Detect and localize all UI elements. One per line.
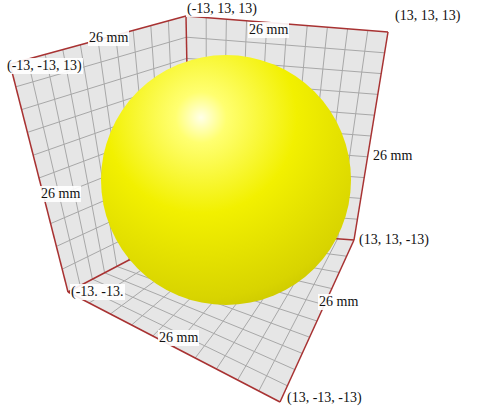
corner-coordinate: (-13. -13.: [70, 284, 125, 300]
corner-coordinate: (13, 13, -13): [358, 232, 430, 248]
corner-coordinate: (-13, -13, 13): [6, 58, 83, 74]
corner-coordinate: (13, -13, -13): [286, 390, 363, 406]
box-edge: [10, 64, 68, 292]
dimension-label: 26 mm: [318, 294, 359, 310]
sphere: [101, 55, 351, 305]
box-edge: [354, 32, 388, 240]
dimension-label: 26 mm: [158, 330, 199, 346]
corner-coordinate: (13, 13, 13): [394, 8, 461, 24]
dimension-label: 26 mm: [88, 30, 129, 46]
dimension-label: 26 mm: [248, 22, 289, 38]
dimension-label: 26 mm: [372, 148, 413, 164]
dimension-label: 26 mm: [40, 186, 81, 202]
box-edge: [10, 16, 186, 64]
corner-coordinate: (-13, 13, 13): [186, 1, 258, 17]
box-edge: [68, 292, 280, 402]
